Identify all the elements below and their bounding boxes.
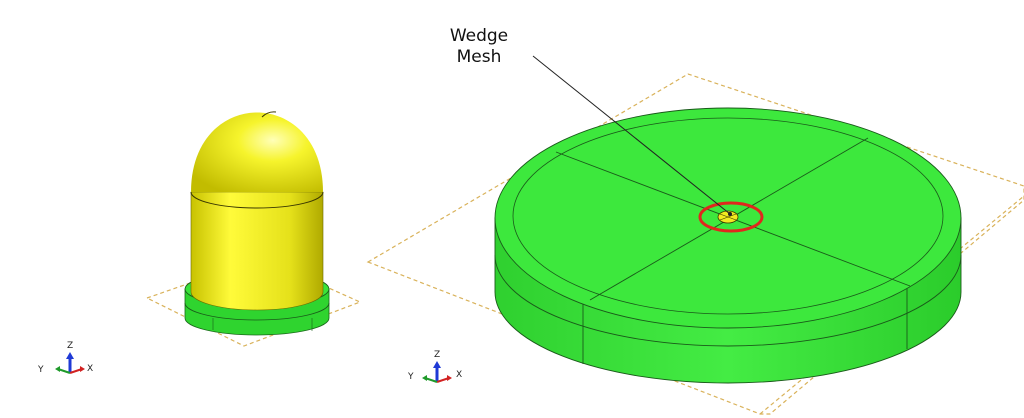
wedge-mesh-annotation: Wedge Mesh <box>430 26 528 68</box>
triad-axes-icon: Z Y X <box>407 350 462 383</box>
triad-y-label: Y <box>407 372 414 382</box>
annotation-leader-line <box>532 55 731 215</box>
green-disk <box>494 107 962 384</box>
triad-z-label: Z <box>434 350 440 360</box>
triad-x-label: X <box>456 370 462 380</box>
triad-y-label: Y <box>37 365 44 375</box>
wedge-mesh-highlight <box>698 201 764 233</box>
annotation-line-2: Mesh <box>456 47 502 67</box>
triad-z-label: Z <box>67 341 73 351</box>
punch-body <box>190 111 324 311</box>
triad-x-label: X <box>87 364 93 374</box>
annotation-line-1: Wedge <box>449 26 509 46</box>
triad-axes-icon: Z Y X <box>37 341 93 375</box>
